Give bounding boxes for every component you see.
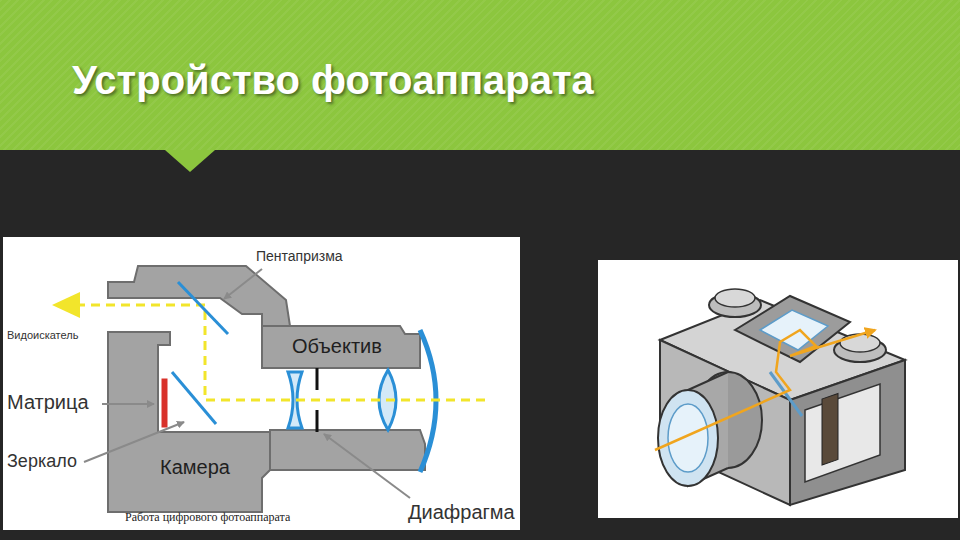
dial	[840, 334, 880, 352]
left-panel	[3, 237, 520, 530]
camera-side	[790, 360, 905, 505]
part-label: Камера	[160, 456, 230, 478]
pentaprism	[760, 310, 828, 350]
part-label: Зеркало	[7, 452, 77, 472]
prism-housing	[108, 266, 290, 326]
lens-glass	[658, 390, 718, 486]
leader-line	[224, 269, 262, 299]
lens-barrel-top	[262, 326, 420, 368]
camera-body	[108, 332, 270, 512]
cutaway-window	[805, 384, 880, 482]
sensor	[161, 378, 168, 428]
aperture-blade	[316, 410, 319, 432]
right-panel	[598, 260, 958, 518]
prism-mirror	[178, 282, 228, 334]
mirror	[770, 372, 802, 416]
light-path	[655, 330, 875, 450]
figure-caption: Работа цифрового фотоаппарата	[125, 511, 290, 524]
part-label: Матрица	[7, 391, 89, 413]
film	[822, 393, 838, 465]
dial	[715, 289, 755, 307]
leader-line	[324, 434, 410, 498]
mirror	[172, 372, 216, 424]
part-label: Объектив	[292, 335, 382, 357]
slide-title: Устройство фотоаппарата	[72, 58, 594, 102]
part-label: Пентапризма	[256, 249, 343, 264]
light-arrowhead	[52, 292, 80, 318]
lens-barrel-bottom	[270, 430, 425, 470]
lens-glass	[668, 404, 708, 472]
leader-line	[102, 403, 154, 405]
part-label: Диафрагма	[408, 501, 515, 523]
light-path	[80, 305, 485, 400]
aperture-blade	[316, 368, 319, 390]
part-label: Видоискатель	[7, 329, 78, 341]
title-notch	[165, 150, 215, 172]
